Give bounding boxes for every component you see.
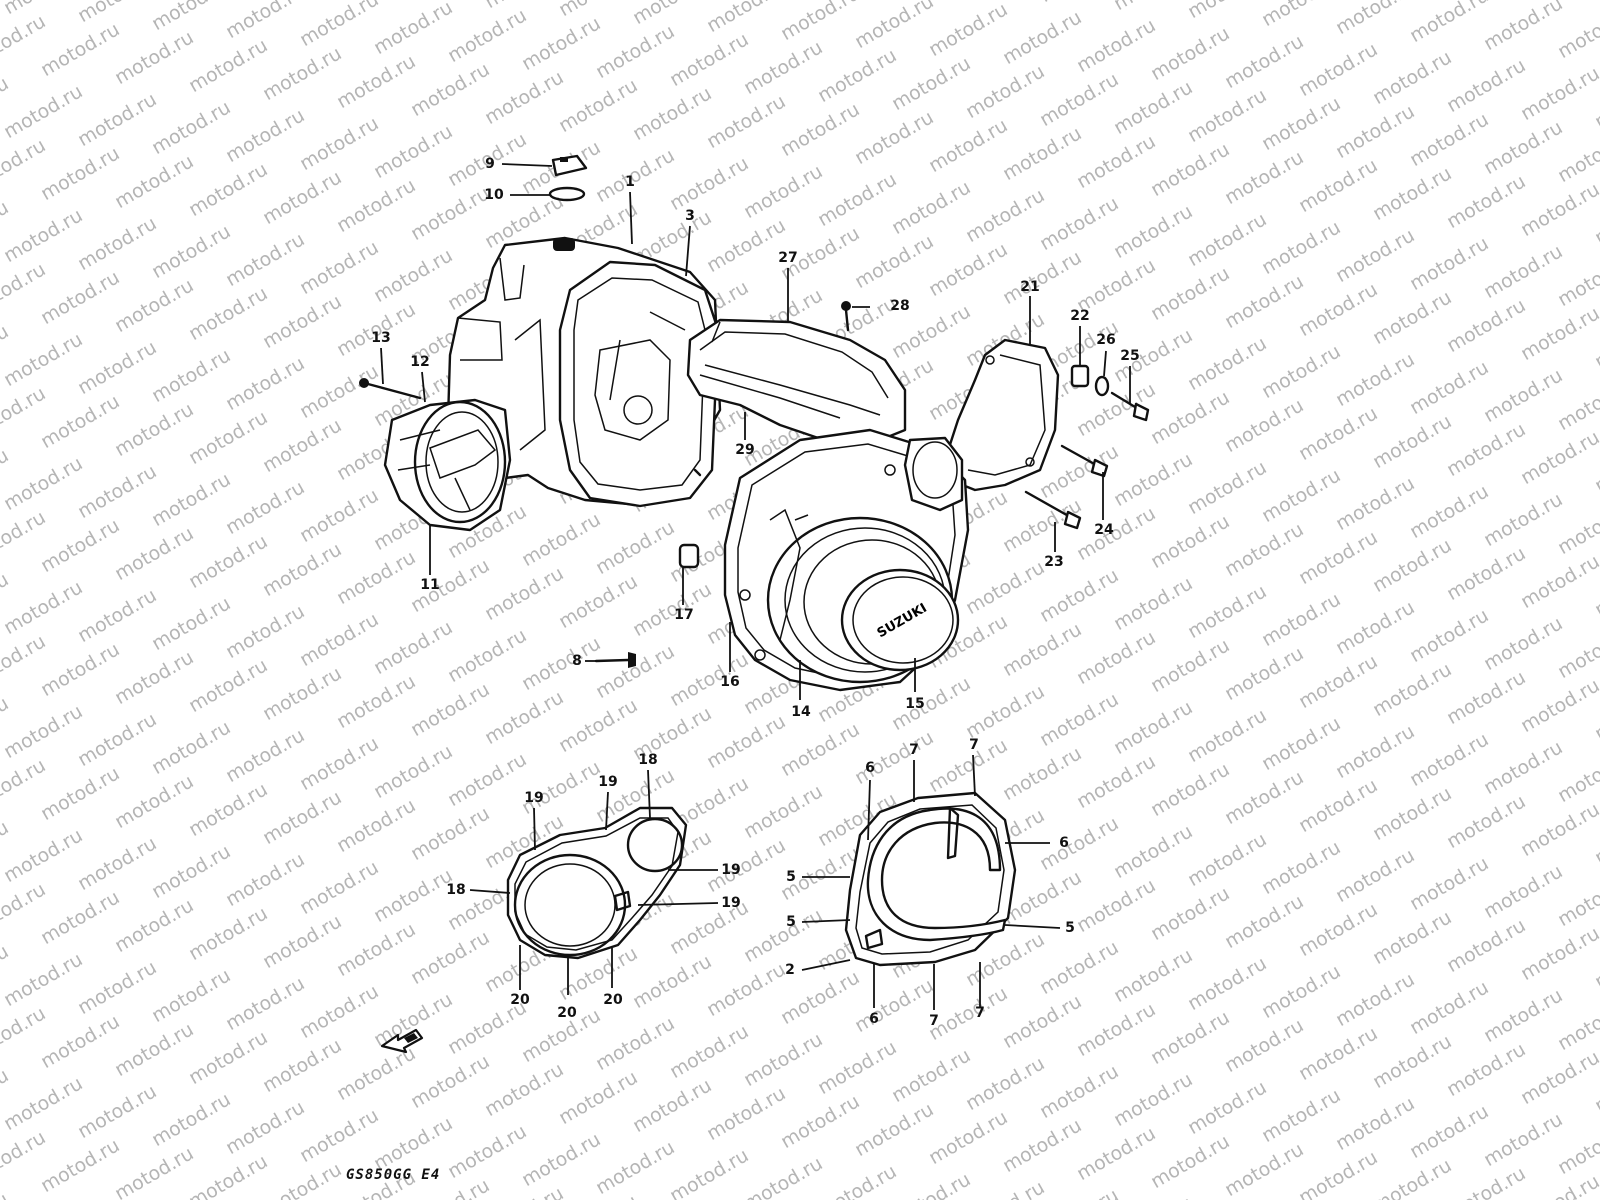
o-ring-part	[548, 186, 586, 202]
part-number-label: 24	[1094, 522, 1114, 538]
part-number-label: 28	[890, 298, 910, 314]
part-number-label: 19	[721, 862, 741, 878]
part-number-label: 6	[1059, 835, 1069, 851]
part-number-label: 2	[785, 962, 795, 978]
part-number-label: 10	[484, 187, 504, 203]
part-number-label: 27	[778, 250, 798, 266]
lower-right-gasket-part	[844, 791, 1017, 967]
part-number-label: 5	[1065, 920, 1075, 936]
washer-26-part	[1094, 375, 1110, 397]
part-number-label: 12	[410, 354, 430, 370]
part-number-label: 14	[791, 704, 811, 720]
part-number-label: 3	[685, 208, 695, 224]
part-number-label: 26	[1096, 332, 1116, 348]
part-number-label: 5	[786, 914, 796, 930]
part-number-label: 18	[638, 752, 658, 768]
round-cover-part	[383, 398, 512, 532]
part-number-label: 8	[572, 653, 582, 669]
bolt-8-part	[594, 652, 636, 668]
part-number-label: 20	[603, 992, 623, 1008]
part-number-label: 5	[786, 869, 796, 885]
part-number-label: 13	[371, 330, 391, 346]
part-number-label: 18	[446, 882, 466, 898]
oil-filler-cap-part	[551, 154, 588, 177]
part-number-label: 21	[1020, 279, 1040, 295]
part-number-label: 15	[905, 696, 925, 712]
part-number-label: 20	[557, 1005, 577, 1021]
bolt-25-part	[1110, 391, 1150, 422]
bolt-28-part	[841, 301, 851, 332]
part-number-label: 17	[674, 607, 694, 623]
front-direction-arrow-icon	[380, 1028, 424, 1054]
leader-lines	[380, 163, 1131, 1010]
bolt-24-part	[1060, 444, 1109, 478]
part-number-label: 29	[735, 442, 755, 458]
part-number-label: 16	[720, 674, 740, 690]
part-number-label: 19	[598, 774, 618, 790]
part-number-label: 20	[510, 992, 530, 1008]
generator-cover-part	[723, 428, 970, 692]
part-number-label: 11	[420, 577, 440, 593]
dowel-17-part	[678, 543, 700, 569]
part-number-label: 22	[1070, 308, 1090, 324]
part-number-label: 7	[909, 742, 919, 758]
bolt-23-part	[1024, 490, 1082, 530]
bolt-13-part	[359, 378, 422, 400]
long-cover-part	[686, 318, 907, 444]
crankcase-cover-part	[446, 236, 722, 508]
lower-left-gasket-part	[506, 806, 688, 960]
side-housing-part	[943, 338, 1060, 492]
bush-22-part	[1070, 364, 1090, 388]
part-number-label: 7	[969, 737, 979, 753]
part-number-label: 25	[1120, 348, 1140, 364]
part-number-label: 9	[485, 156, 495, 172]
part-number-label: 7	[929, 1013, 939, 1029]
part-number-label: 6	[865, 760, 875, 776]
part-number-label: 23	[1044, 554, 1064, 570]
part-number-label: 1	[625, 174, 635, 190]
part-number-label: 7	[975, 1005, 985, 1021]
part-number-label: 6	[869, 1011, 879, 1027]
part-number-label: 19	[721, 895, 741, 911]
part-number-label: 19	[524, 790, 544, 806]
model-code: GS850GG E4	[346, 1167, 441, 1183]
